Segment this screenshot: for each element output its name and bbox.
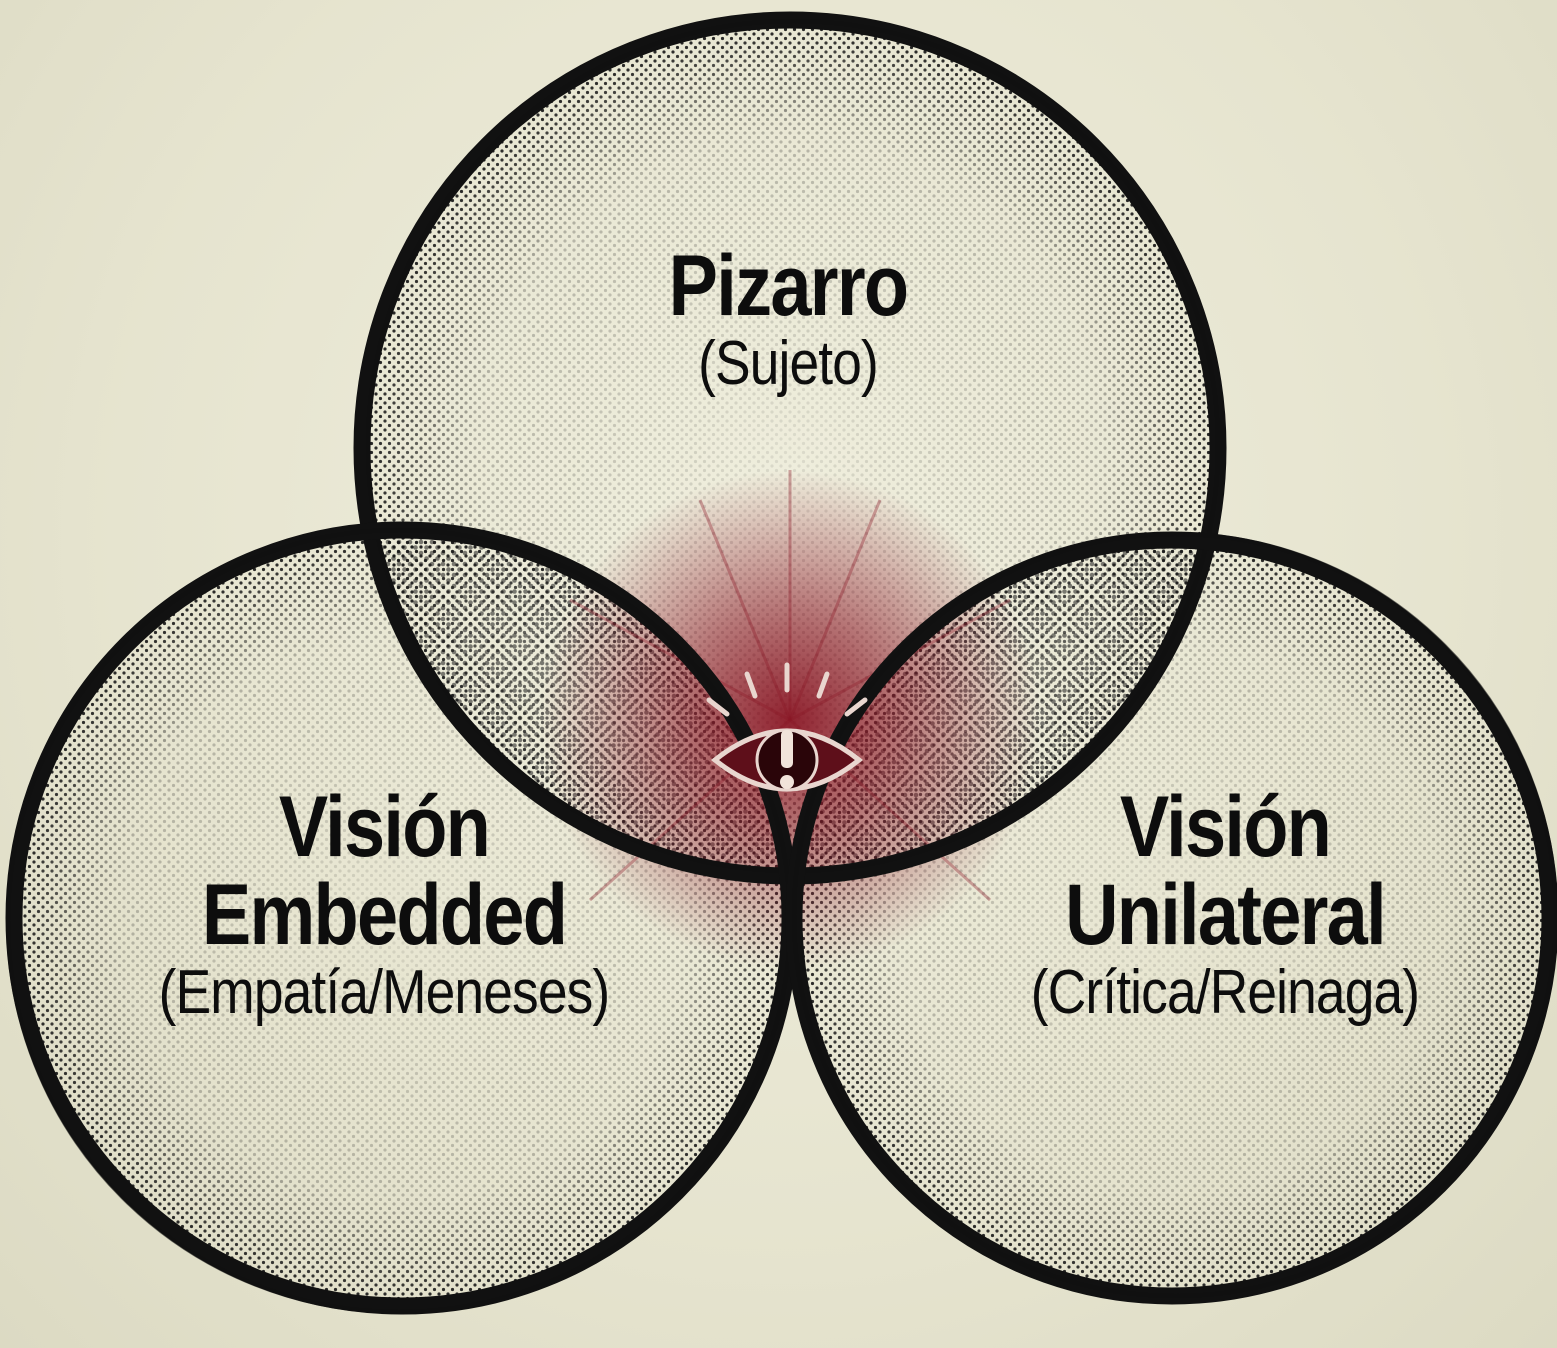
left-circle-name-line2: Embedded (201, 867, 568, 963)
left-circle-name-line1: Visión (278, 779, 491, 875)
top-circle-subtitle: (Sujeto) (698, 329, 879, 398)
center-glow (540, 470, 1040, 970)
left-circle-subtitle: (Empatía/Meneses) (158, 958, 611, 1027)
right-circle-label: Visión Unilateral (Crítica/Reinaga) (999, 784, 1451, 1024)
eye-alert-icon (706, 662, 868, 792)
right-circle-subtitle: (Crítica/Reinaga) (1030, 958, 1420, 1027)
top-circle-label: Pizarro (Sujeto) (649, 243, 927, 395)
top-circle-name: Pizarro (668, 238, 909, 334)
right-circle-name-line2: Unilateral (1065, 867, 1387, 963)
right-circle-outline-rough (792, 532, 1557, 1298)
left-circle-label: Visión Embedded (Empatía/Meneses) (122, 784, 646, 1024)
right-circle-name-line1: Visión (1119, 779, 1332, 875)
